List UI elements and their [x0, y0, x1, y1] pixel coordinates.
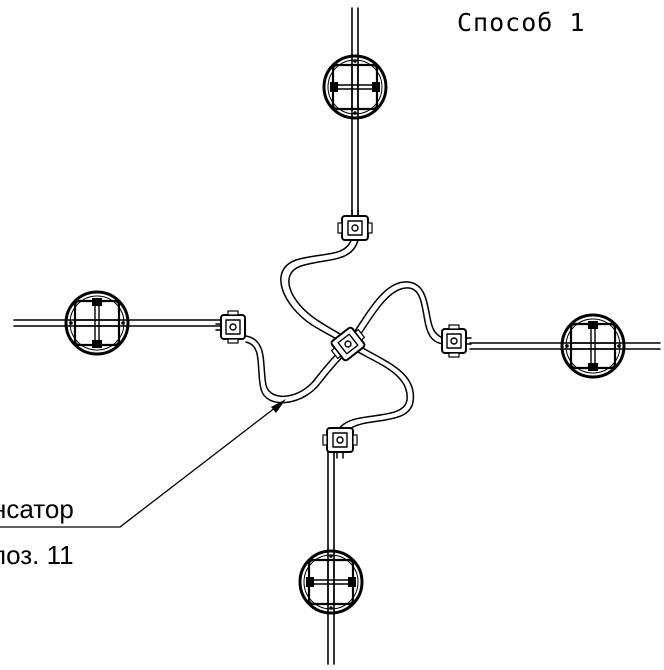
cable-top — [351, 7, 359, 219]
round-device-top — [322, 54, 388, 120]
method-label: Способ 1 — [457, 8, 586, 37]
clamp-right — [441, 324, 472, 358]
cable-bottom — [327, 451, 335, 665]
clamp-bottom — [322, 427, 358, 459]
callout-label-line1: нсатор — [0, 494, 74, 524]
round-device-bottom — [298, 549, 364, 615]
cable-right — [469, 342, 661, 350]
round-device-right — [560, 313, 626, 379]
clamp-top — [337, 209, 373, 241]
round-device-left — [64, 290, 130, 356]
clamp-left — [215, 310, 246, 344]
callout-label-line2: поз. 11 — [0, 540, 74, 570]
clamp-center — [330, 326, 366, 362]
leader-line — [0, 399, 286, 528]
